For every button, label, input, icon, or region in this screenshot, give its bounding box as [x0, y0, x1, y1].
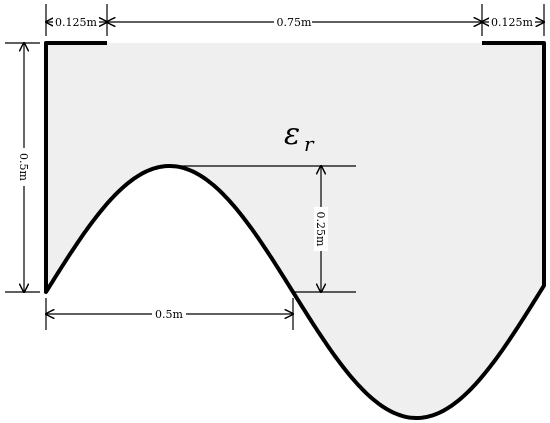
dim-label-half-period: 0.5m: [155, 308, 183, 321]
dim-label-left-gap: 0.125m: [55, 16, 97, 29]
dim-label-height: 0.5m: [17, 153, 30, 181]
dimension-height: 0.5m: [17, 43, 31, 292]
dimension-top-opening: 0.75m: [107, 15, 482, 29]
dimension-right-gap: 0.125m: [482, 15, 544, 29]
epsilon-subscript: r: [304, 132, 315, 156]
dim-label-top-opening: 0.75m: [277, 16, 312, 29]
epsilon-symbol: ε: [284, 117, 300, 152]
dimension-left-gap: 0.125m: [46, 15, 107, 29]
boundary-outline: [44, 41, 546, 420]
dimension-half-period: 0.5m: [46, 307, 293, 321]
permittivity-label: ε r: [284, 117, 315, 156]
dielectric-region: [46, 43, 544, 418]
dim-label-amplitude: 0.25m: [314, 212, 327, 247]
dimension-amplitude: 0.25m: [314, 166, 328, 292]
dim-label-right-gap: 0.125m: [491, 16, 533, 29]
